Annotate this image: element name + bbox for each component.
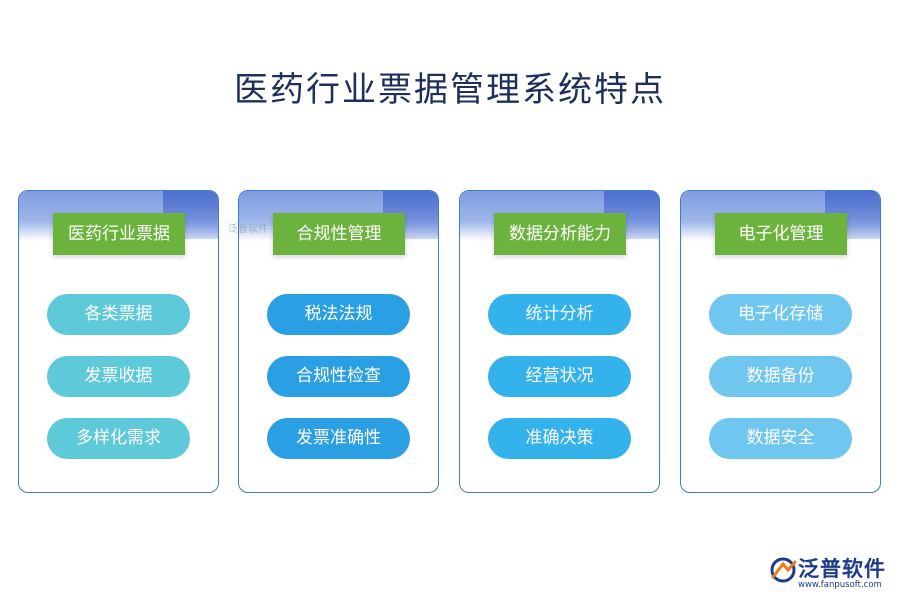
watermark-small: 泛普软件 <box>228 224 268 235</box>
feature-item: 各类票据 <box>47 294 190 335</box>
feature-item: 统计分析 <box>488 294 631 335</box>
feature-item: 准确决策 <box>488 418 631 459</box>
feature-item: 数据备份 <box>709 356 852 397</box>
card-title: 电子化管理 <box>715 213 847 255</box>
page-title: 医药行业票据管理系统特点 <box>234 70 666 110</box>
feature-item: 多样化需求 <box>47 418 190 459</box>
card-title: 医药行业票据 <box>53 213 185 255</box>
feature-item: 经营状况 <box>488 356 631 397</box>
card-title: 数据分析能力 <box>494 213 626 255</box>
logo-name: 泛普软件 <box>798 557 886 581</box>
brand-logo: 泛普软件 www.fanpusoft.com <box>768 553 893 593</box>
fanpu-logo-icon <box>770 557 797 583</box>
feature-item: 发票准确性 <box>267 418 410 459</box>
feature-item: 合规性检查 <box>267 356 410 397</box>
feature-card-3: 数据分析能力 统计分析 经营状况 准确决策 <box>459 190 660 493</box>
feature-item: 发票收据 <box>47 356 190 397</box>
feature-card-2: 合规性管理 税法法规 合规性检查 发票准确性 <box>238 190 439 493</box>
feature-card-1: 医药行业票据 各类票据 发票收据 多样化需求 <box>18 190 219 493</box>
feature-item: 电子化存储 <box>709 294 852 335</box>
feature-card-4: 电子化管理 电子化存储 数据备份 数据安全 <box>680 190 881 493</box>
logo-url: www.fanpusoft.com <box>798 580 882 590</box>
feature-item: 数据安全 <box>709 418 852 459</box>
feature-item: 税法法规 <box>267 294 410 335</box>
card-title: 合规性管理 <box>273 213 405 255</box>
